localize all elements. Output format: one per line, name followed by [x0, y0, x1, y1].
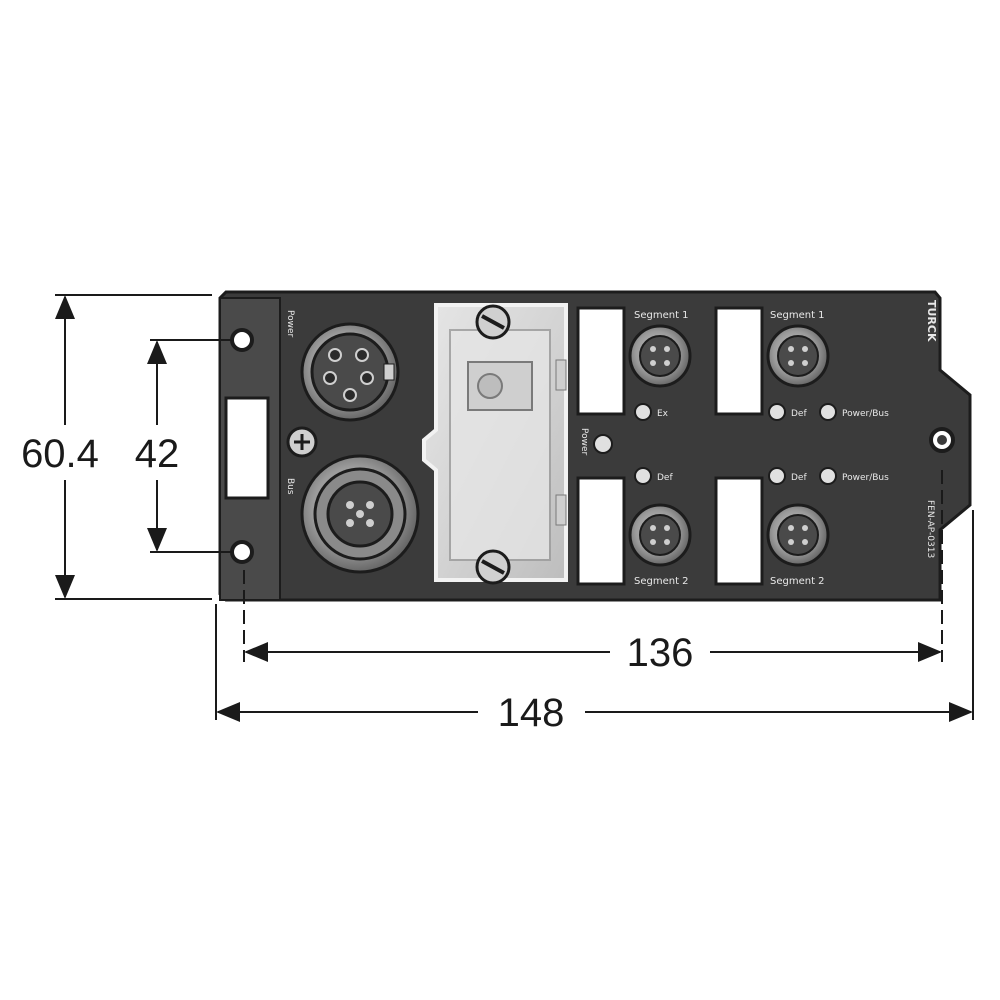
m12-connector-seg1-right — [766, 324, 830, 388]
led-bottom-right — [819, 467, 837, 485]
m12-connector-seg2-left — [628, 503, 692, 567]
segment1-left-label: Segment 1 — [634, 310, 689, 321]
power-port-label: Power — [285, 310, 295, 338]
dim-label-mount-width: 136 — [627, 631, 694, 675]
led-bottom-mid — [768, 467, 786, 485]
dimension-lines — [55, 294, 974, 722]
mount-hole-bottom — [230, 540, 254, 564]
mount-hole-top — [230, 328, 254, 352]
led-label-bottom-right: Power/Bus — [842, 473, 889, 483]
led-top-right — [819, 403, 837, 421]
led-label-top-mid: Def — [791, 409, 807, 419]
led-top-left — [634, 403, 652, 421]
led-bottom-left — [634, 467, 652, 485]
segment2-left-label: Segment 2 — [634, 576, 689, 587]
status-leds — [593, 403, 837, 485]
cover-screw-bottom-icon — [475, 549, 511, 585]
bus-port-label: Bus — [285, 478, 295, 495]
dim-label-overall-height: 60.4 — [21, 432, 99, 476]
m12-connector-seg1-left — [628, 324, 692, 388]
led-label-top-right: Power/Bus — [842, 409, 889, 419]
led-top-mid — [768, 403, 786, 421]
power-connector — [300, 322, 400, 422]
ground-screw-icon — [286, 426, 318, 458]
label-slots — [576, 306, 764, 586]
brand-logo-text: TURCK — [925, 300, 938, 342]
led-label-top-left: Ex — [657, 409, 669, 419]
bus-connector — [300, 454, 420, 574]
segment2-right-label: Segment 2 — [770, 576, 825, 587]
dim-label-mount-height: 42 — [135, 432, 180, 476]
cover-screw-top-icon — [475, 304, 511, 340]
m12-connector-seg2-right — [766, 503, 830, 567]
led-label-bottom-mid: Def — [791, 473, 807, 483]
led-center — [593, 434, 613, 454]
dim-label-overall-width: 148 — [498, 691, 565, 735]
model-number-label: FEN-AP-0313 — [925, 500, 935, 558]
left-label-slot — [224, 396, 270, 500]
segment1-right-label: Segment 1 — [770, 310, 825, 321]
led-label-center: Power — [579, 428, 589, 456]
led-label-bottom-left: Def — [657, 473, 673, 483]
service-cover — [422, 303, 568, 582]
segment-connectors — [628, 324, 830, 567]
